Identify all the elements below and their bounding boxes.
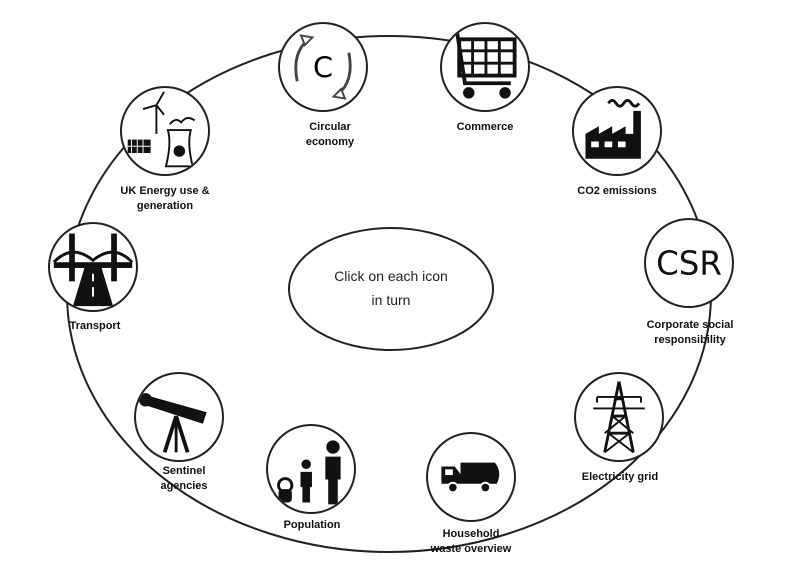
circular-arrows-icon: C bbox=[294, 34, 352, 100]
uk-energy-node[interactable] bbox=[120, 86, 210, 176]
commerce-node[interactable] bbox=[440, 22, 530, 112]
sentinel-agencies-node[interactable] bbox=[134, 372, 224, 462]
household-waste-node[interactable] bbox=[426, 432, 516, 522]
csr-text-icon: CSR bbox=[656, 244, 722, 282]
transport-node[interactable] bbox=[48, 222, 138, 312]
pylon-icon bbox=[593, 381, 645, 454]
uk-energy-label: UK Energy use &generation bbox=[120, 185, 210, 212]
co2-emissions-node[interactable] bbox=[572, 86, 662, 176]
center-instruction-line2: in turn bbox=[371, 292, 411, 308]
center-instruction: Click on each icon in turn bbox=[300, 264, 482, 312]
shopping-cart-icon bbox=[449, 31, 517, 99]
electricity-grid-node[interactable] bbox=[574, 372, 664, 462]
telescope-icon bbox=[138, 393, 207, 453]
svg-text:CSR: CSR bbox=[656, 244, 722, 282]
commerce-label: Commerce bbox=[456, 121, 514, 133]
electricity-grid-label: Electricity grid bbox=[581, 471, 659, 483]
population-node[interactable] bbox=[266, 424, 356, 514]
wind-solar-nuclear-icon bbox=[127, 91, 196, 168]
svg-text:C: C bbox=[313, 51, 333, 85]
center-instruction-line1: Click on each icon bbox=[334, 268, 448, 284]
factory-icon bbox=[585, 99, 641, 159]
co2-emissions-label: CO2 emissions bbox=[577, 185, 657, 197]
circular-economy-node[interactable]: C bbox=[278, 22, 368, 112]
bridge-road-icon bbox=[52, 233, 134, 307]
transport-label: Transport bbox=[69, 320, 121, 332]
garbage-truck-icon bbox=[441, 462, 500, 494]
population-label: Population bbox=[283, 519, 341, 531]
csr-node[interactable]: CSR bbox=[644, 218, 734, 308]
family-icon bbox=[277, 440, 341, 505]
center-instruction-ellipse bbox=[288, 227, 494, 351]
